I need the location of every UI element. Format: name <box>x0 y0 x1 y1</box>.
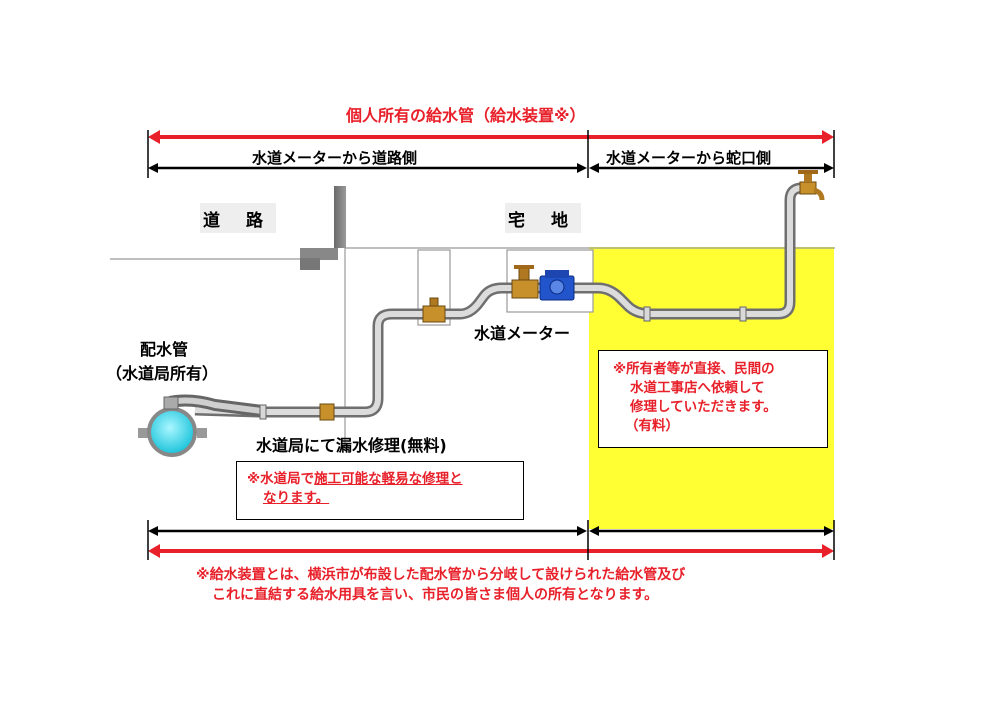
water-meter <box>539 270 575 301</box>
footnote-line1: ※給水装置とは、横浜市が布設した配水管から分岐して設けられた給水管及び <box>196 567 686 583</box>
gate-valve <box>422 297 446 323</box>
meter-to-road-label: 水道メーターから道路側 <box>252 149 418 167</box>
house-area-label: 宅 地 <box>505 203 581 233</box>
private-pipe-arrow <box>148 130 834 144</box>
water-meter-label: 水道メーター <box>474 324 571 343</box>
main-pipe-section <box>138 396 207 457</box>
meter-stop-valve <box>511 265 539 299</box>
owner-note-box: ※所有者等が直接、民間の 水道工事店へ依頼して 修理していただきます。 （有料） <box>598 350 828 448</box>
bureau-note-box: ※水道局で施工可能な軽易な修理と なります。 <box>236 461 524 520</box>
curb-wall <box>300 186 346 270</box>
bureau-note-prefix: ※水道局で <box>247 471 315 487</box>
road-area-label: 道 路 <box>200 203 276 233</box>
private-pipe-title: 個人所有の給水管（給水装置※） <box>346 106 586 125</box>
boundary-lines <box>147 130 835 560</box>
bureau-repair-label: 水道局にて漏水修理(無料) <box>256 436 447 455</box>
faucet <box>798 170 825 201</box>
footnote-line2: これに直結する給水用具を言い、市民の皆さま個人の所有となります。 <box>212 587 659 603</box>
service-pipe <box>194 182 812 418</box>
supply-device-arrow <box>148 544 834 558</box>
owner-note-line2: 水道工事店へ依頼して <box>630 380 765 396</box>
owner-note-line3: 修理していただきます。 <box>630 399 777 415</box>
meter-to-tap-label: 水道メーターから蛇口側 <box>606 149 772 167</box>
bureau-note-line1: ※水道局で施工可能な軽易な修理と <box>247 470 463 489</box>
owner-note-line4: （有料） <box>625 418 679 434</box>
owner-note-line1: ※所有者等が直接、民間の <box>613 361 775 377</box>
pipe-couplings <box>259 306 747 420</box>
bureau-note-underlined: 施工可能な軽易な修理と <box>314 471 463 487</box>
main-pipe-owner-label: （水道局所有） <box>106 364 219 383</box>
brass-coupling <box>319 403 335 421</box>
main-pipe-label: 配水管 <box>140 340 189 359</box>
bureau-note-line2: なります。 <box>263 490 330 506</box>
